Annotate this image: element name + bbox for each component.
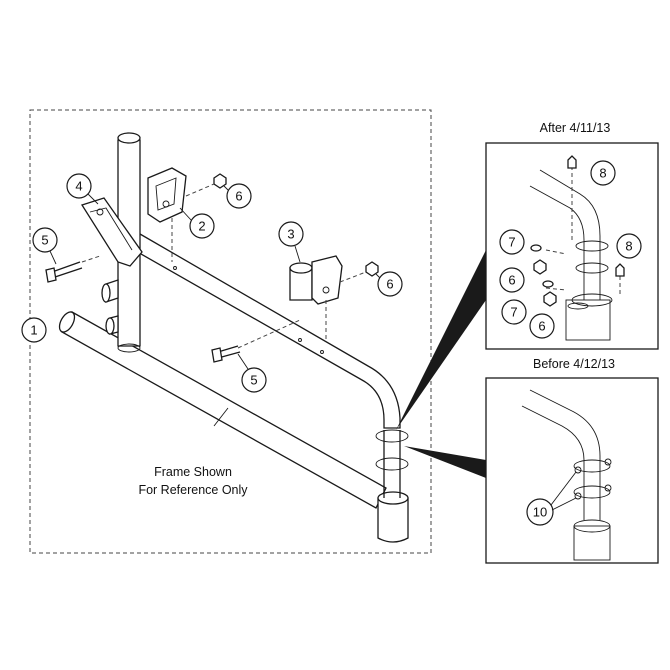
callout-6b: 6 — [377, 271, 403, 297]
svg-text:4: 4 — [75, 179, 82, 194]
svg-text:8: 8 — [599, 166, 606, 181]
zoom-wedge-after — [396, 250, 486, 430]
detail-callout-7b: 7 — [501, 299, 527, 325]
detail-after-title: After 4/11/13 — [540, 121, 611, 135]
detail-before-drawing — [521, 389, 612, 561]
callout-5a: 5 — [32, 227, 58, 253]
detail-callout-6a: 6 — [499, 267, 525, 293]
detail-after-drawing — [529, 155, 625, 341]
callout-3: 3 — [278, 221, 304, 247]
part-4-bracket — [81, 197, 143, 267]
callout-6a: 6 — [226, 183, 252, 209]
detail-callout-8b: 8 — [616, 233, 642, 259]
callout-4: 4 — [66, 173, 92, 199]
svg-text:5: 5 — [41, 233, 48, 248]
detail-before-title: Before 4/12/13 — [533, 357, 615, 371]
svg-text:10: 10 — [533, 505, 547, 520]
bolt-5a — [45, 261, 83, 283]
svg-text:3: 3 — [287, 227, 294, 242]
svg-text:2: 2 — [198, 219, 205, 234]
detail-callout-6b: 6 — [529, 313, 555, 339]
detail-callout-10: 10 — [526, 498, 554, 526]
svg-text:6: 6 — [538, 319, 545, 334]
svg-text:7: 7 — [508, 235, 515, 250]
svg-text:5: 5 — [250, 373, 257, 388]
svg-text:6: 6 — [508, 273, 515, 288]
bolt-5b — [211, 345, 241, 363]
frame-note-line2: For Reference Only — [138, 483, 248, 497]
frame-note-line1: Frame Shown — [154, 465, 232, 479]
frame-assembly — [58, 132, 409, 543]
callout-5b: 5 — [241, 367, 267, 393]
svg-text:6: 6 — [235, 189, 242, 204]
detail-callout-7a: 7 — [499, 229, 525, 255]
svg-text:6: 6 — [386, 277, 393, 292]
detail-callout-8a: 8 — [590, 160, 616, 186]
detail-before-box — [485, 377, 659, 564]
svg-text:7: 7 — [510, 305, 517, 320]
part-2-clamp — [147, 167, 187, 223]
part-3-socket — [289, 255, 343, 305]
svg-text:8: 8 — [625, 239, 632, 254]
nut-6b — [365, 261, 379, 277]
callout-1: 1 — [21, 317, 47, 343]
zoom-wedge-before — [404, 446, 486, 478]
svg-text:1: 1 — [30, 323, 37, 338]
callout-2: 2 — [189, 213, 215, 239]
